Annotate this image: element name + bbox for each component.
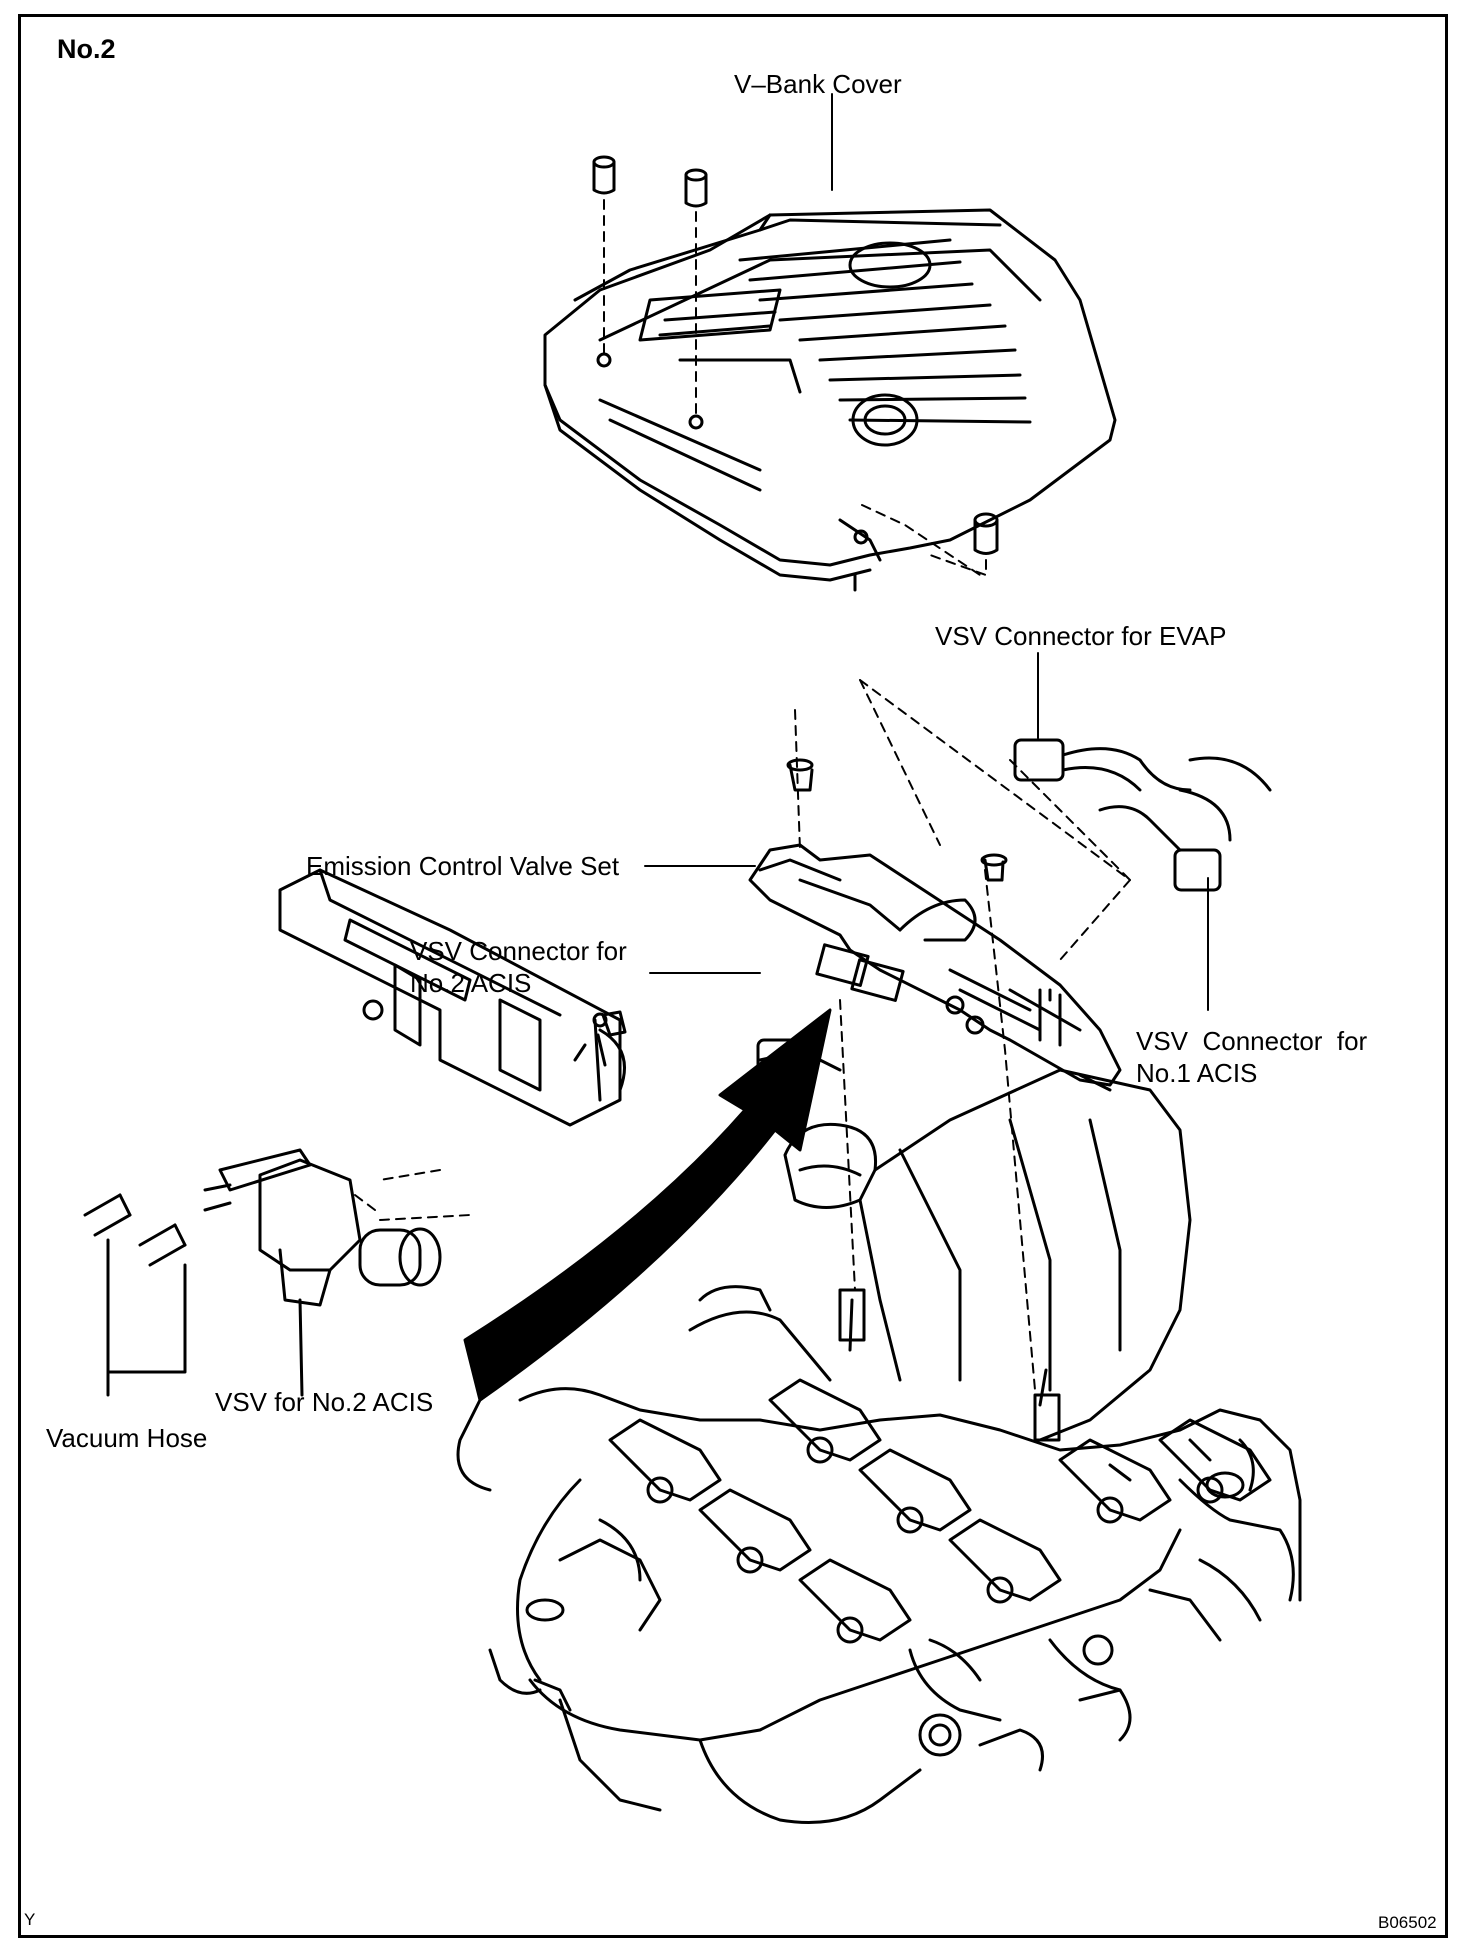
vsv-bracket-part xyxy=(278,868,626,1127)
figure-code: B06502 xyxy=(1378,1913,1437,1932)
v-bank-cover-part xyxy=(543,208,1117,592)
v-bank-cover-label: V–Bank Cover xyxy=(734,69,902,99)
vacuum-hose-label: Vacuum Hose xyxy=(46,1423,208,1453)
assembly-guide-lines xyxy=(354,199,1131,1391)
emission-control-valve-set-label: Emission Control Valve Set xyxy=(306,851,620,881)
leader-lines xyxy=(644,93,1209,1011)
corner-mark: Y xyxy=(24,1910,36,1929)
vacuum-hose-parts xyxy=(83,1193,187,1397)
vsv-no2-acis-part xyxy=(203,1148,442,1397)
bolt-part xyxy=(601,1010,627,1037)
page-number-label: No.2 xyxy=(57,34,116,64)
vsv-connector-no1-acis-label-line1: VSV Connector for xyxy=(1136,1026,1368,1056)
installation-arrow xyxy=(463,1008,832,1402)
vsv-connector-no1-acis-label-line2: No.1 ACIS xyxy=(1136,1058,1258,1088)
grommet-parts xyxy=(592,155,999,555)
diagram-frame xyxy=(18,14,1448,1938)
engine-intake-part xyxy=(456,1068,1302,1824)
emission-control-valve-set-part xyxy=(748,758,1122,1092)
vsv-connector-evap-label: VSV Connector for EVAP xyxy=(935,621,1227,651)
vsv-connector-no2-acis-label-line1: VSV Connector for xyxy=(410,936,627,966)
vsv-no2-acis-label: VSV for No.2 ACIS xyxy=(215,1387,434,1417)
vsv-connector-no2-acis-label-line2: No.2 ACIS xyxy=(410,968,532,998)
